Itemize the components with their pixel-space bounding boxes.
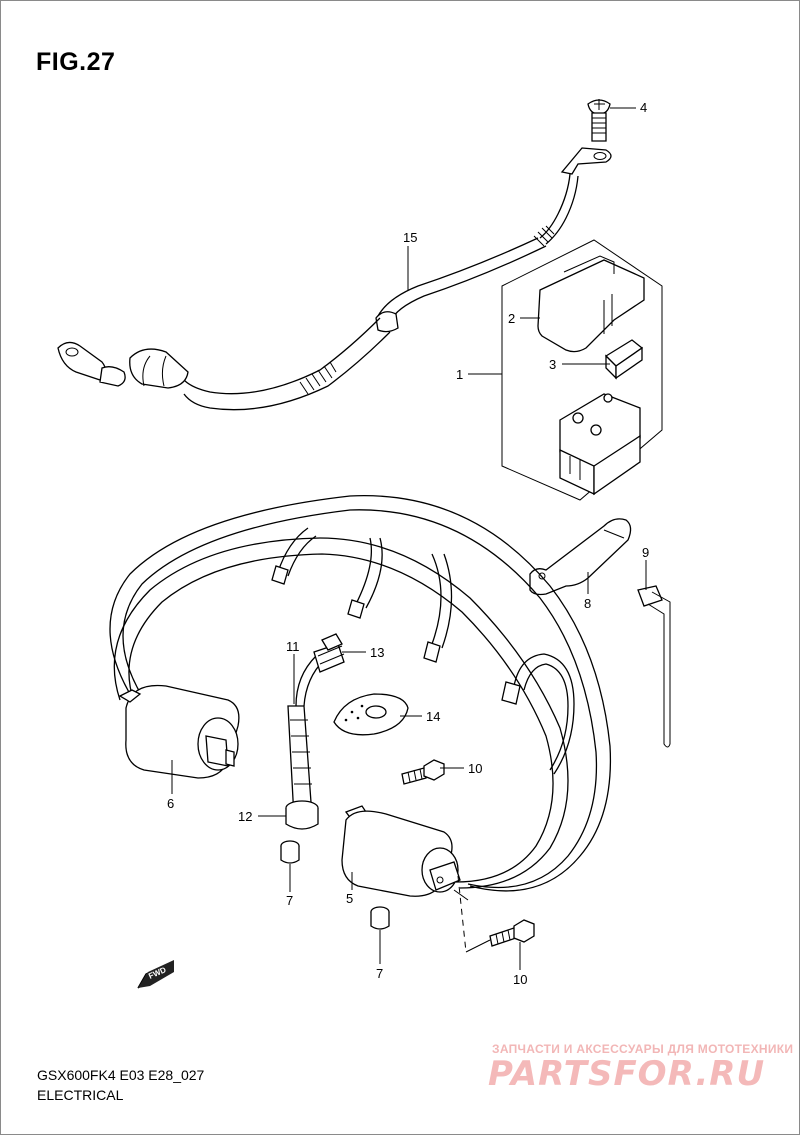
callout-10-upper: 10 [468, 761, 482, 776]
bolt-part-10-upper[interactable] [401, 759, 445, 785]
figure-title: FIG.27 [36, 48, 116, 76]
callout-9: 9 [642, 545, 649, 560]
callout-15: 15 [403, 230, 417, 245]
callout-numbers: 4 15 2 3 1 9 8 11 13 14 10 6 12 5 7 7 10 [167, 100, 649, 987]
bolt-part-10-lower[interactable] [489, 919, 535, 947]
cap-seal-part-12[interactable] [285, 800, 319, 830]
callout-1: 1 [456, 367, 463, 382]
ignition-leads [109, 494, 612, 892]
watermark-tagline: ЗАПЧАСТИ И АКСЕССУАРЫ ДЛЯ МОТОТЕХНИКИ [492, 1042, 794, 1056]
spacer-part-7-upper[interactable] [280, 840, 300, 864]
section-name: ELECTRICAL [37, 1087, 124, 1103]
callout-3: 3 [549, 357, 556, 372]
starter-relay-group-part-1[interactable] [501, 239, 663, 501]
fwd-arrow-icon: FWD [137, 960, 174, 989]
fuse-part-3[interactable] [604, 339, 644, 380]
callout-8: 8 [584, 596, 591, 611]
callout-5: 5 [346, 891, 353, 906]
callout-4: 4 [640, 100, 647, 115]
callout-11: 11 [286, 639, 300, 654]
ignition-coil-part-6[interactable] [118, 684, 240, 779]
clamp-part-8[interactable] [529, 518, 632, 596]
relay-body[interactable] [559, 393, 641, 496]
cable-tie-part-9[interactable] [637, 585, 671, 748]
relay-cover-part-2[interactable] [537, 255, 645, 353]
callout-7-lower: 7 [376, 966, 383, 981]
plug-cap-part-11[interactable] [287, 655, 325, 819]
callout-leaders [171, 107, 647, 970]
grommet-part-14[interactable] [333, 693, 409, 736]
callout-14: 14 [426, 709, 440, 724]
assembly-guide-lines [453, 875, 491, 953]
ignition-coil-part-5[interactable] [341, 805, 461, 897]
battery-cable-part-15[interactable] [57, 147, 612, 411]
model-code: GSX600FK4 E03 E28_027 [37, 1067, 205, 1083]
callout-2: 2 [508, 311, 515, 326]
callout-12: 12 [238, 809, 252, 824]
screw-part-4[interactable] [587, 99, 611, 142]
callout-13: 13 [370, 645, 384, 660]
callout-6: 6 [167, 796, 174, 811]
spacer-part-7-lower[interactable] [370, 906, 390, 930]
cap-terminal-part-13[interactable] [313, 633, 345, 673]
callout-10-lower: 10 [513, 972, 527, 987]
watermark-logo: PARTSFOR.RU [488, 1054, 766, 1094]
callout-7-upper: 7 [286, 893, 293, 908]
